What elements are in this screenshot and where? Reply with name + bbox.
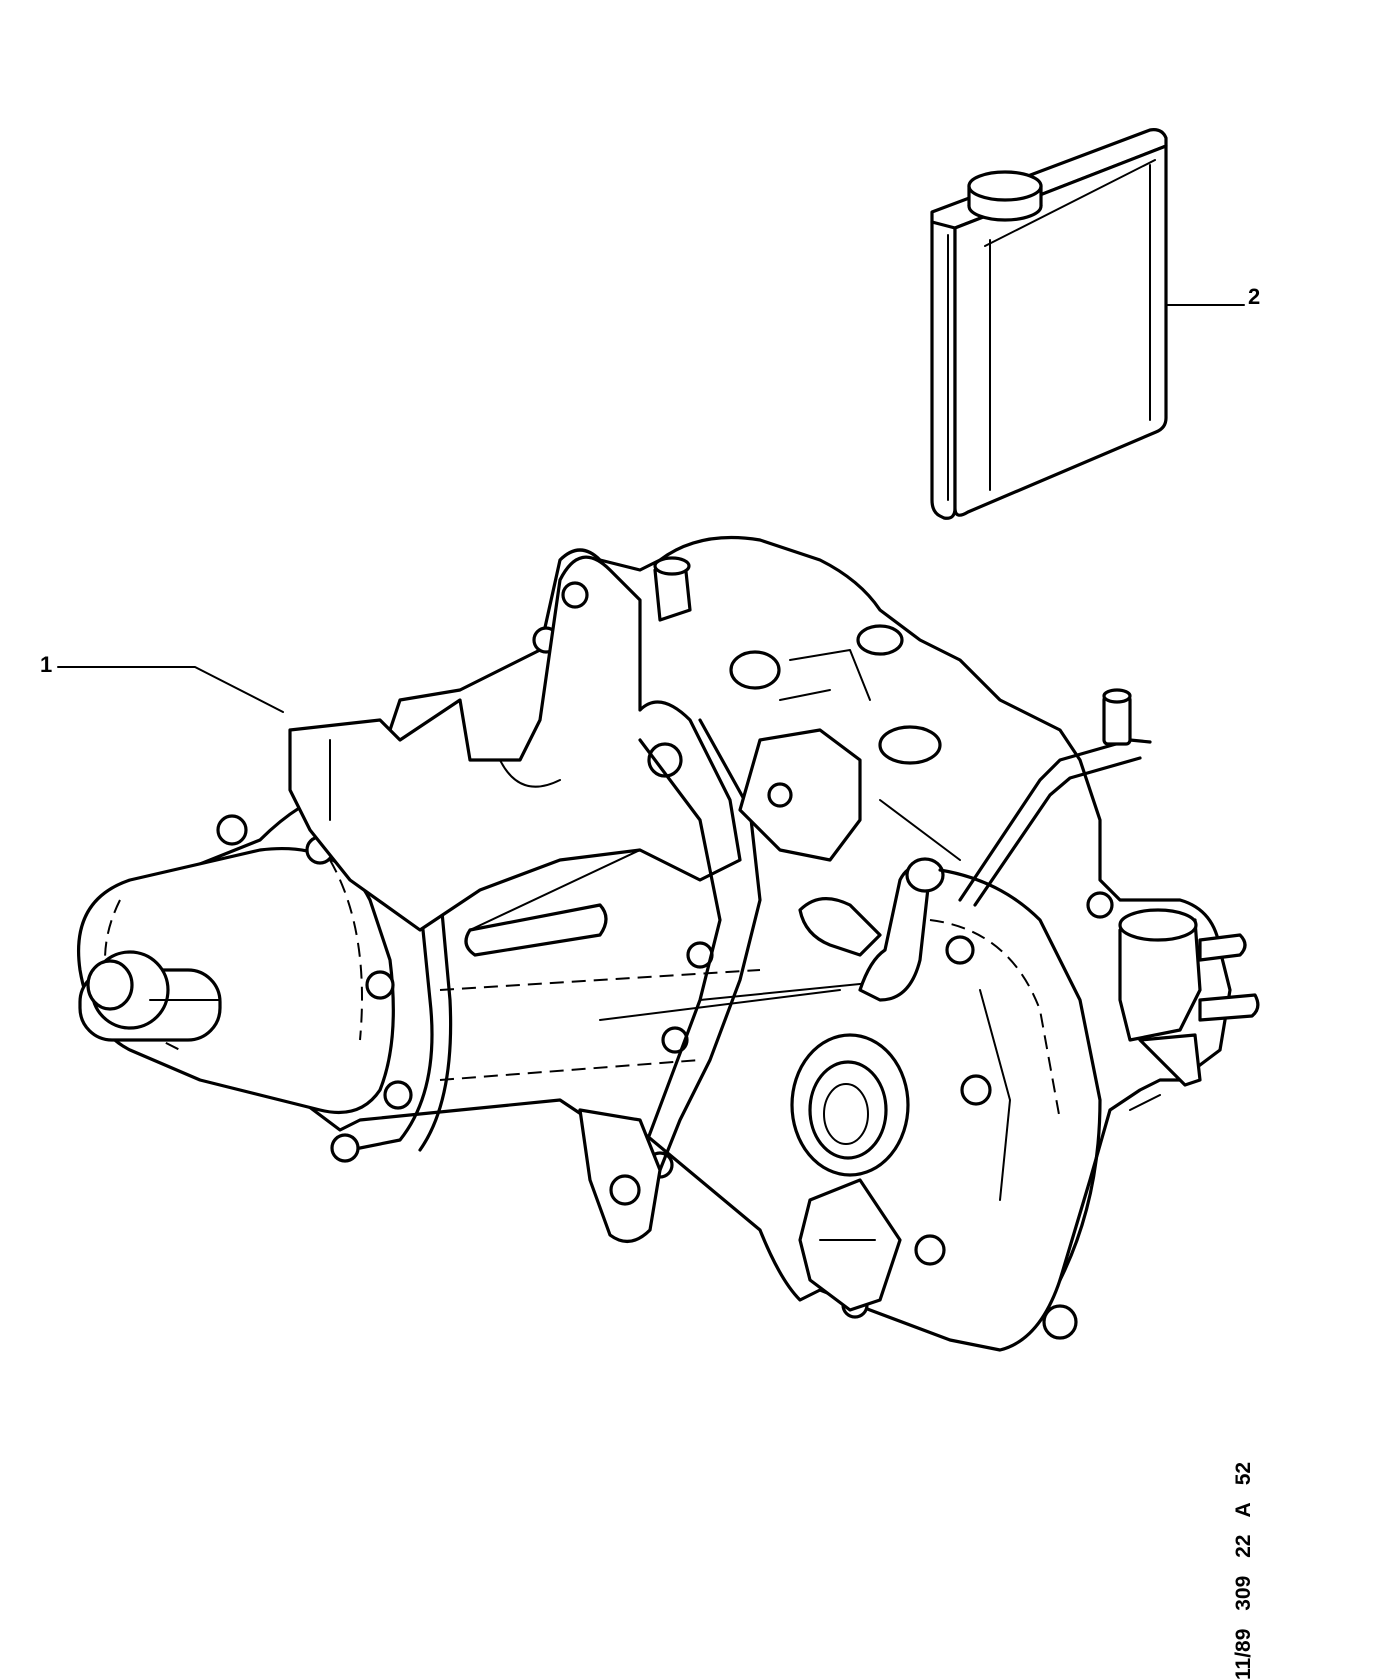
callout-1-label: 1: [40, 652, 53, 677]
oil-can-illustration: [930, 128, 1168, 520]
callout-2-label: 2: [1248, 284, 1261, 309]
document-code: 11/89 309 22 A 52: [1232, 1461, 1255, 1680]
flange-bolts: [216, 626, 1114, 1340]
leader-lines: [57, 304, 1245, 713]
gearbox-illustration: [77, 535, 1260, 1352]
